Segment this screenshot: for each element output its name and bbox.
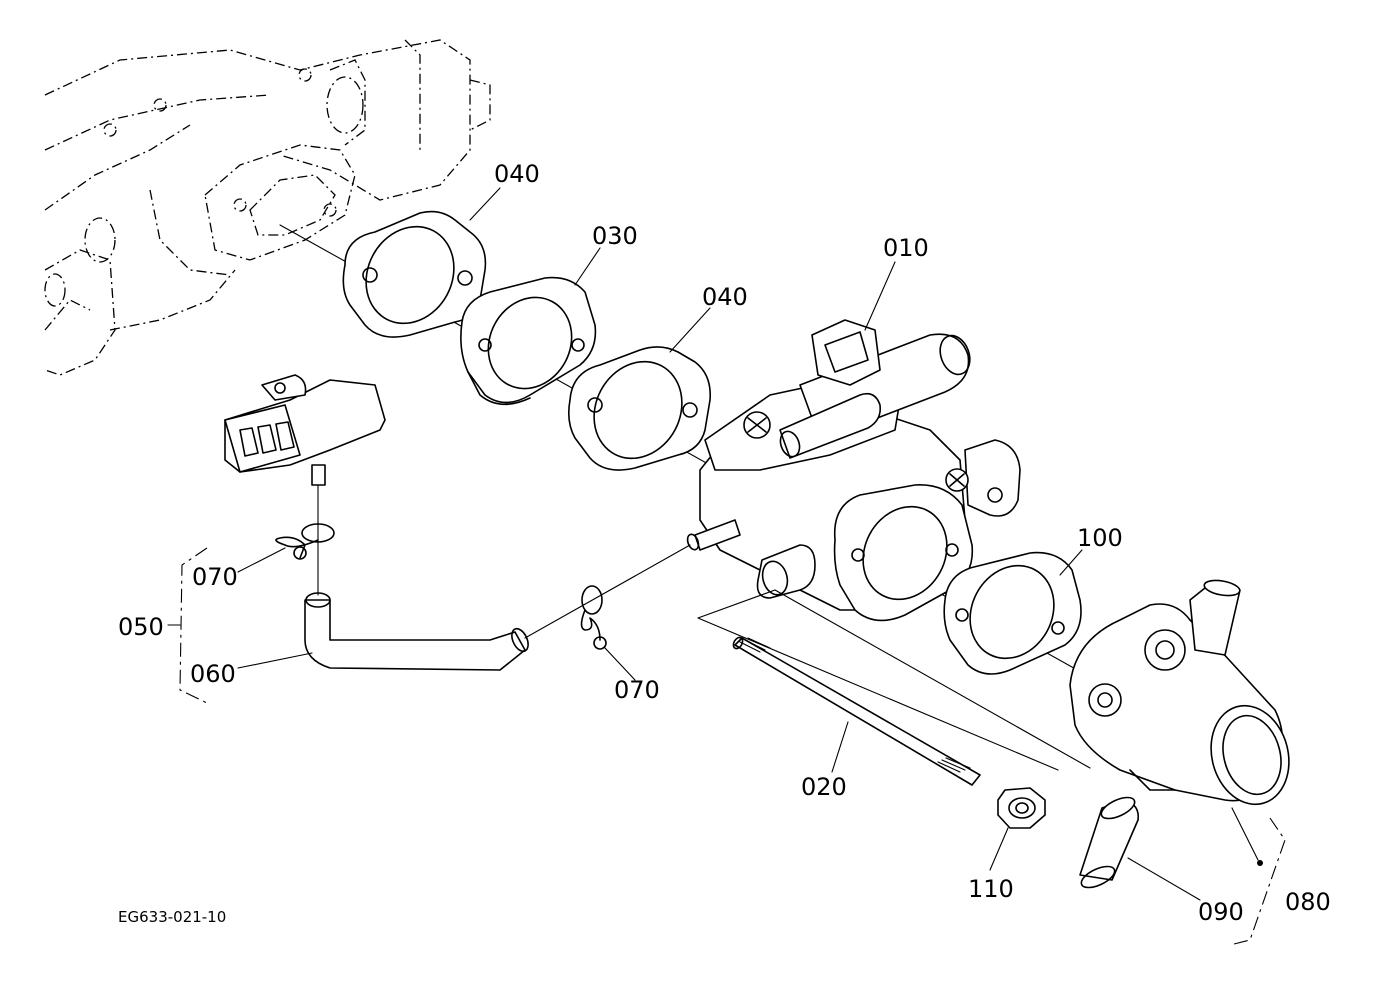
- callout-100: 100: [1077, 524, 1123, 552]
- dowel-pin-090: [1079, 796, 1140, 889]
- gasket-100: [943, 551, 1082, 675]
- callout-080: 080: [1285, 888, 1331, 916]
- callout-070-upper: 070: [192, 563, 238, 591]
- hose-axis: [524, 544, 691, 639]
- stud-group-bracket: [697, 589, 1091, 771]
- callout-050: 050: [118, 613, 164, 641]
- outlet-housing-080: [1069, 579, 1290, 806]
- callout-090: 090: [1198, 898, 1244, 926]
- throttle-housing-010: [686, 319, 1021, 622]
- hose-clip-070-upper: [275, 523, 335, 560]
- stud-bolt-020: [732, 636, 981, 786]
- vacuum-hose-060: [304, 592, 529, 671]
- engine-block-outline: [44, 39, 491, 376]
- flange-nut-110: [997, 787, 1046, 829]
- leader-lines: [237, 187, 1259, 901]
- bracket-080: [1229, 817, 1286, 946]
- callout-060: 060: [190, 660, 236, 688]
- gasket-040-lower: [568, 346, 712, 471]
- spacer-030: [460, 276, 597, 406]
- callout-030: 030: [592, 222, 638, 250]
- callout-040-lower: 040: [702, 283, 748, 311]
- bracket-050: [179, 547, 208, 704]
- hose-clip-070-lower: [580, 585, 607, 650]
- drawing-code: EG633-021-10: [118, 908, 226, 926]
- bracket-080-dot: [1257, 860, 1263, 866]
- callout-010: 010: [883, 234, 929, 262]
- pressure-sensor: [224, 374, 386, 486]
- callout-110: 110: [968, 875, 1014, 903]
- callout-020: 020: [801, 773, 847, 801]
- callout-070-lower: 070: [614, 676, 660, 704]
- callout-040-upper: 040: [494, 160, 540, 188]
- gasket-040-upper: [342, 210, 487, 338]
